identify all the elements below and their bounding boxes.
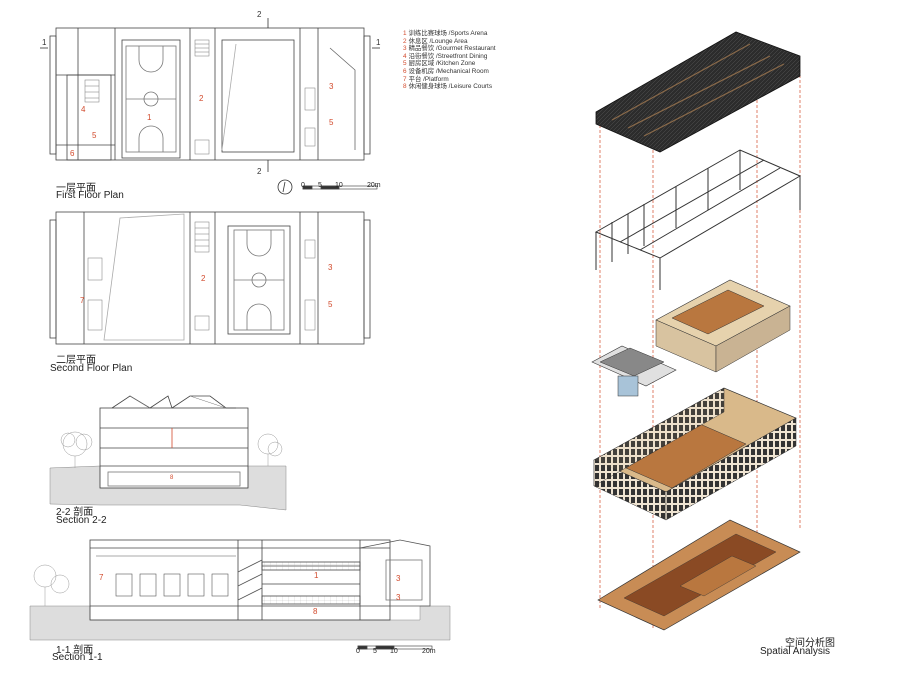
scale-tick-5: 5 bbox=[373, 648, 377, 655]
room-label: 7 bbox=[80, 296, 85, 305]
room-label: 5 bbox=[329, 118, 334, 127]
section-mark-1-left: 1 bbox=[42, 38, 47, 47]
room-label: 1 bbox=[314, 571, 319, 580]
scale-tick-5: 5 bbox=[318, 182, 322, 189]
second-floor-title-en: Second Floor Plan bbox=[50, 363, 133, 374]
spatial-title-en: Spatial Analysis bbox=[760, 646, 831, 657]
room-label: 8 bbox=[170, 475, 174, 481]
room-label: 1 bbox=[147, 113, 152, 122]
section-mark-1-right: 1 bbox=[376, 38, 381, 47]
room-label: 4 bbox=[81, 105, 86, 114]
section-1-1-title-cn: 1-1 剖面 bbox=[56, 645, 94, 656]
first-floor-title-en: First Floor Plan bbox=[56, 190, 124, 201]
second-floor-plan bbox=[49, 211, 371, 345]
room-label: 3 bbox=[396, 574, 401, 583]
room-label: 3 bbox=[328, 263, 333, 272]
section-2-2-title-cn: 2-2 剖面 bbox=[56, 507, 94, 518]
second-floor-title-cn: 二层平面 bbox=[56, 355, 96, 366]
scale-tick-20m: 20m bbox=[367, 182, 381, 189]
spatial-title-cn: 空间分析图 bbox=[785, 638, 835, 649]
first-floor-title-cn: 一层平面 bbox=[56, 183, 96, 194]
room-label: 6 bbox=[70, 149, 75, 158]
room-label: 3 bbox=[396, 593, 401, 602]
room-label: 2 bbox=[199, 94, 204, 103]
room-label: 8 bbox=[313, 607, 318, 616]
scale-tick-20m: 20m bbox=[422, 648, 436, 655]
section-mark-2-top: 2 bbox=[257, 10, 262, 19]
section-2-2-title-en: Section 2-2 bbox=[56, 515, 107, 526]
section-2-2 bbox=[49, 395, 287, 511]
room-label: 5 bbox=[92, 131, 97, 140]
room-label: 5 bbox=[328, 300, 333, 309]
scale-tick-10: 10 bbox=[335, 182, 343, 189]
scale-tick-0: 0 bbox=[301, 182, 305, 189]
spatial-analysis-axonometric bbox=[591, 31, 802, 631]
section-mark-2-bottom: 2 bbox=[257, 167, 262, 176]
first-floor-plan bbox=[40, 18, 380, 195]
section-1-1-title-en: Section 1-1 bbox=[52, 652, 103, 663]
room-label: 3 bbox=[329, 82, 334, 91]
room-label: 7 bbox=[99, 573, 104, 582]
section-1-1 bbox=[29, 539, 451, 650]
room-label: 2 bbox=[201, 274, 206, 283]
scale-tick-10: 10 bbox=[390, 648, 398, 655]
scale-tick-0: 0 bbox=[356, 648, 360, 655]
